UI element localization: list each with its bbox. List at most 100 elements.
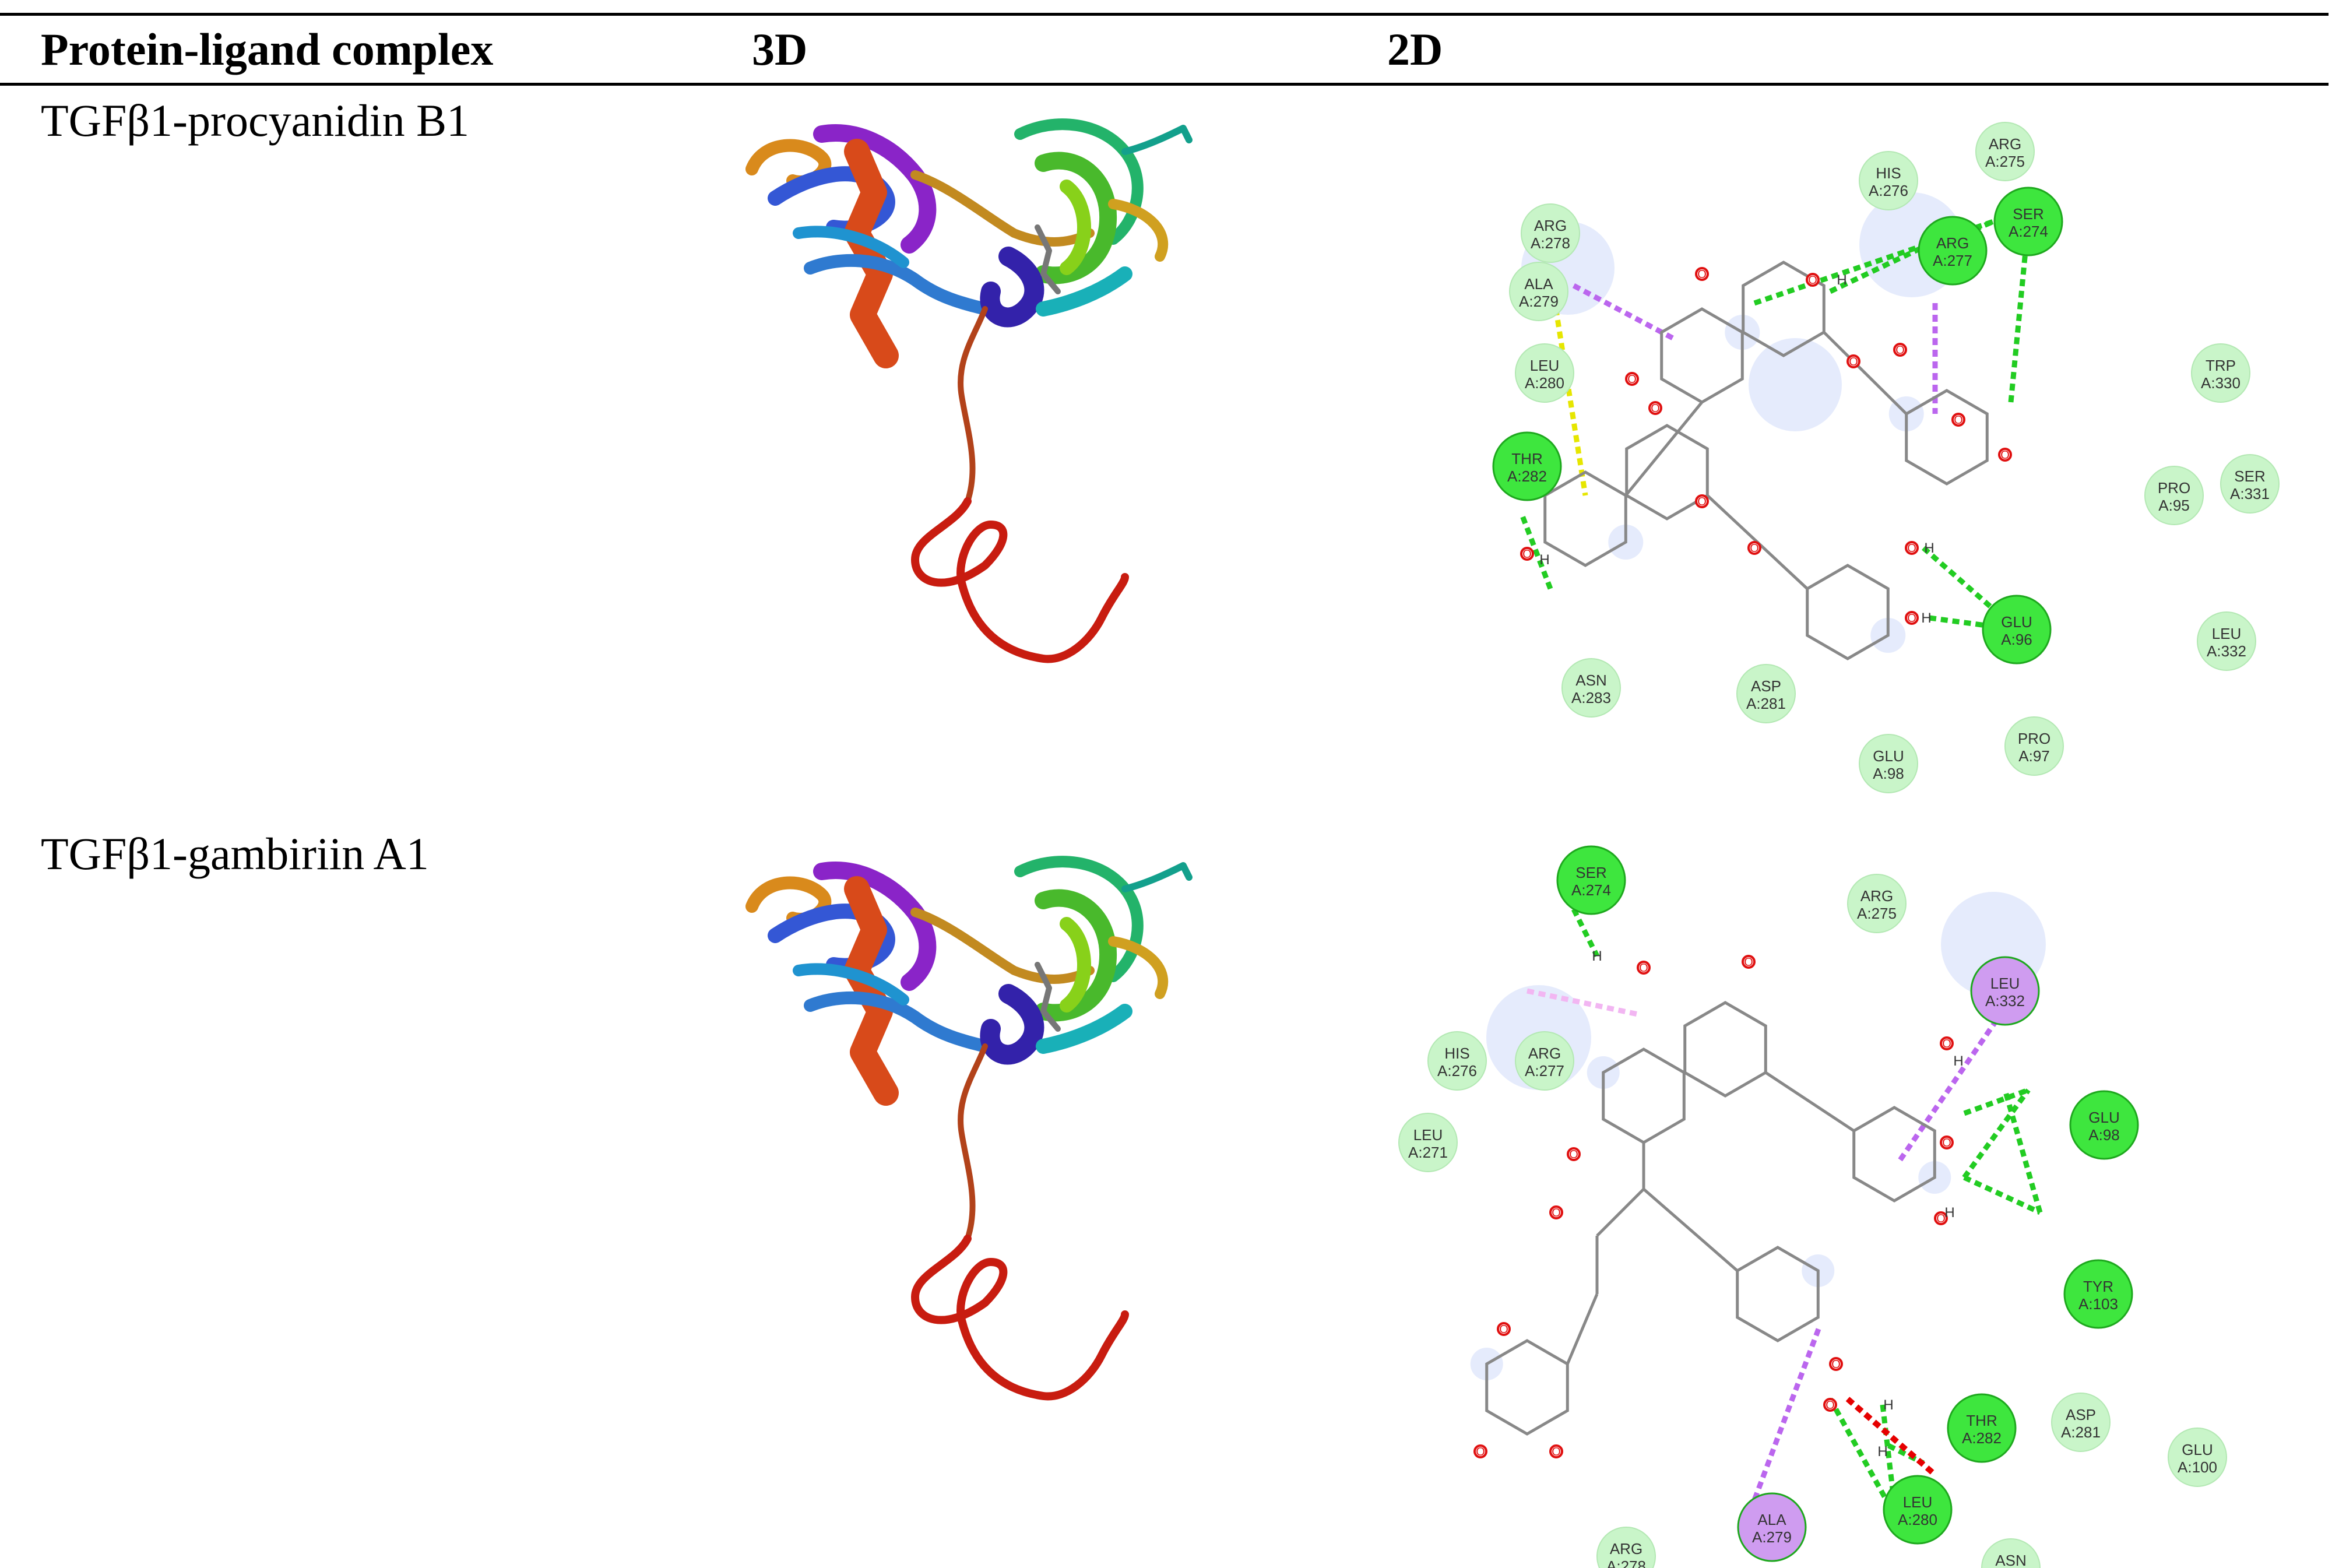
bond (1596, 1188, 1645, 1237)
oxygen-atom (1934, 1211, 1948, 1225)
oxygen-atom (1473, 1444, 1487, 1458)
oxygen-atom (1905, 611, 1919, 625)
interaction-line (1887, 1443, 1925, 1466)
residue-name: HIS (1444, 1045, 1469, 1062)
oxygen-atom-label: O (1826, 1399, 1835, 1412)
interaction-line (1527, 988, 1638, 1017)
table-header-rule (0, 83, 2329, 86)
oxygen-atom-label: O (1697, 495, 1707, 508)
oxygen-atom-label: O (1697, 268, 1707, 281)
oxygen-atom-label: O (1522, 548, 1532, 561)
residue-disc (1509, 262, 1568, 321)
residue-name: SER (1575, 864, 1606, 881)
residue-disc (2197, 611, 2256, 671)
residue-name: SER (2234, 467, 2265, 485)
oxygen-atom-label: O (1744, 956, 1753, 969)
oxygen-atom (1549, 1205, 1563, 1219)
oxygen-atom-label: O (2000, 449, 2010, 462)
residue-disc (1859, 151, 1918, 210)
residue-name: GLU (2001, 613, 2032, 631)
residue-name: LEU (1530, 357, 1560, 374)
table-top-rule (0, 13, 2329, 16)
residue-name: LEU (2212, 625, 2242, 642)
residue-name: ASP (2066, 1406, 2096, 1423)
residue-name: GLU (2088, 1109, 2119, 1126)
oxygen-atom-label: O (1808, 274, 1817, 287)
header-2d: 2D (1387, 24, 1443, 75)
residue-name: ARG (1989, 135, 2021, 153)
residue-name: TRP (2206, 357, 2236, 374)
residue-name: GLU (2182, 1441, 2213, 1458)
aromatic-ring (1852, 1106, 1936, 1203)
residue-name: PRO (2158, 479, 2190, 497)
residue-name: TYR (2083, 1278, 2113, 1295)
residue-id: A:276 (1869, 182, 1908, 199)
oxygen-atom (1497, 1322, 1511, 1336)
residue-disc (1993, 187, 2063, 256)
interaction-line (2002, 1089, 2043, 1214)
residue-id: A:271 (1408, 1144, 1448, 1161)
residue-disc (1736, 664, 1796, 723)
residue-disc (1970, 956, 2040, 1026)
residue-disc (2144, 466, 2204, 525)
residue-id: A:282 (1507, 467, 1547, 485)
oxygen-atom-label: O (1831, 1358, 1841, 1371)
oxygen-atom (1846, 354, 1860, 368)
hydrogen-atom-label: H (1837, 272, 1846, 288)
residue-id: A:276 (1437, 1062, 1477, 1080)
residue-id: A:331 (2230, 485, 2270, 502)
aromatic-ring (1806, 564, 1890, 660)
oxygen-atom-label: O (1627, 373, 1637, 386)
aromatic-ring (1683, 1001, 1767, 1098)
oxygen-atom (1905, 541, 1919, 555)
residue-id: A:332 (2207, 642, 2246, 660)
interaction-line (1571, 908, 1600, 958)
residue-name: HIS (1876, 164, 1901, 182)
oxygen-atom (1520, 547, 1534, 561)
residue-disc (2051, 1393, 2111, 1452)
oxygen-atom (1998, 448, 2012, 462)
interaction-line (1518, 512, 1553, 590)
protein-3d-ribbon-gambiriin (745, 856, 1193, 1401)
residue-name: ARG (1936, 234, 1969, 252)
residue-disc (2069, 1090, 2139, 1160)
residue-disc (1427, 1031, 1487, 1091)
residue-id: A:277 (1933, 252, 1972, 269)
oxygen-atom (1940, 1036, 1954, 1050)
residue-id: A:279 (1752, 1528, 1792, 1546)
interaction-line (1845, 1397, 1937, 1477)
oxygen-atom (1823, 1398, 1837, 1412)
interaction-line (1746, 1328, 1821, 1517)
residue-disc (1515, 343, 1574, 403)
residue-name: THR (1966, 1412, 1997, 1429)
oxygen-atom-label: O (1569, 1148, 1578, 1161)
oxygen-atom (1829, 1357, 1843, 1371)
residue-id: A:96 (2001, 631, 2032, 648)
oxygen-atom-label: O (1476, 1446, 1485, 1458)
residue-id: A:97 (2018, 747, 2050, 765)
aromatic-ring (1736, 1246, 1820, 1342)
solvent-halo (1749, 338, 1842, 431)
oxygen-atom (1747, 541, 1761, 555)
residue-id: A:279 (1519, 293, 1559, 310)
oxygen-atom (1549, 1444, 1563, 1458)
residue-disc (1515, 1031, 1574, 1091)
residue-disc (1556, 845, 1626, 915)
hydrogen-atom-label: H (1921, 610, 1931, 626)
residue-disc (2220, 454, 2280, 514)
oxygen-atom (1648, 401, 1662, 415)
